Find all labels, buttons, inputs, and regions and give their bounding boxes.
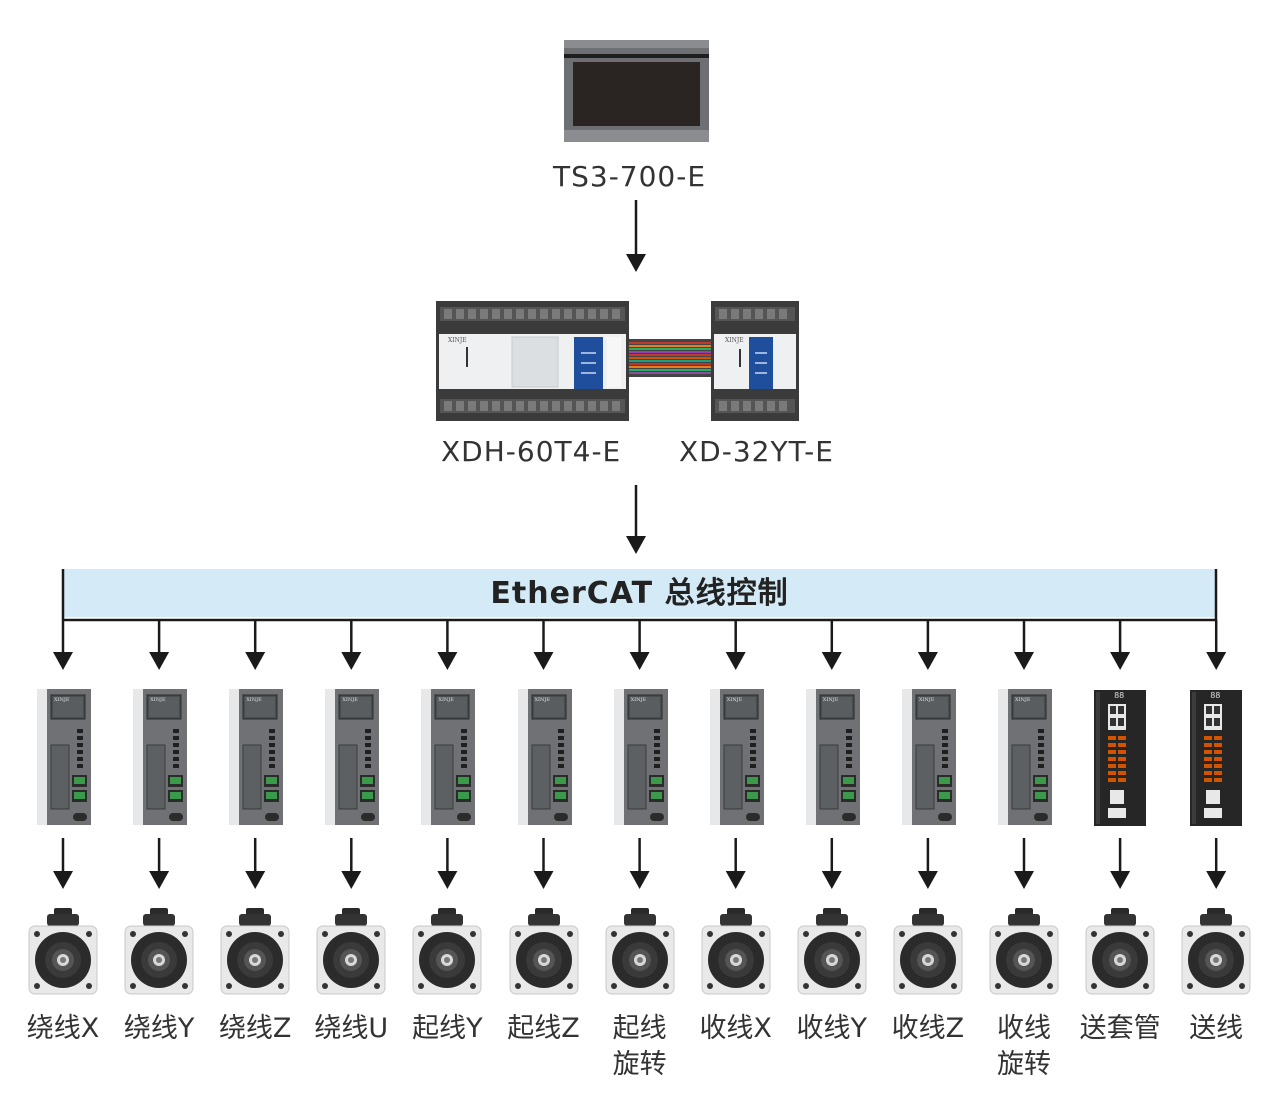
axis-9-label: 收线Y (796, 1013, 868, 1044)
axis-7-label: 起线旋转 (612, 1013, 667, 1080)
ribbon-cable-graphic (629, 339, 711, 377)
axis-7-motor-arrowhead (629, 871, 650, 889)
axis-5-label: 起线Y (412, 1013, 483, 1044)
axis-13-bus-arrowhead (1206, 652, 1227, 670)
axis-8-motor-arrowhead (725, 871, 746, 889)
axis-7-servo-drive: XINJE (613, 689, 668, 825)
axis-5-servo-drive: XINJE (421, 689, 476, 825)
axis-2-motor-arrowhead (149, 871, 170, 889)
axis-1-drive-brand: XINJE (54, 697, 70, 703)
axis-7-drive-brand: XINJE (630, 697, 647, 703)
plc-expansion-brand: XINJE (725, 337, 744, 344)
axis-9-bus-arrowhead (821, 652, 842, 670)
axis-10-servo-drive: XINJE (901, 689, 956, 825)
axis-10-bus-arrowhead (917, 652, 938, 670)
axis-6-label: 起线Z (507, 1013, 580, 1044)
axis-2-bus-arrowhead (149, 652, 170, 670)
axis-4-drive-brand: XINJE (342, 697, 358, 703)
axis-11-drive-brand: XINJE (1015, 697, 1031, 703)
axis-4-motor-arrowhead (341, 871, 362, 889)
axis-6-bus-arrowhead (533, 652, 554, 670)
axis-9-motor-arrowhead (821, 871, 842, 889)
plc-main-model-label: XDH-60T4-E (441, 435, 622, 468)
plc-expansion-unit: XINJE (711, 301, 799, 421)
axis-13-motor-arrowhead (1206, 871, 1227, 889)
axis-10-label: 收线Z (891, 1013, 965, 1044)
hmi-panel (564, 40, 709, 142)
axis-9-servo-motor (796, 908, 868, 998)
axis-10-drive-brand: XINJE (918, 697, 935, 703)
ribbon-cable (629, 339, 711, 377)
axis-12-motor-arrowhead (1110, 871, 1131, 889)
hmi-to-plc-arrowhead (626, 254, 646, 272)
plc-expansion-model-label: XD-32YT-E (679, 435, 834, 468)
axis-11-motor-arrowhead (1014, 871, 1034, 889)
axis-5-bus-arrowhead (437, 652, 458, 670)
axis-1-servo-motor (27, 908, 99, 998)
axis-6-motor-arrowhead (533, 871, 554, 889)
axis-3-servo-motor (219, 908, 291, 998)
axis-3-label: 绕线Z (218, 1013, 292, 1044)
axis-12-stepper-display: 88 (1114, 691, 1125, 700)
axis-5-motor-arrowhead (437, 871, 458, 889)
hmi-panel-graphic (564, 40, 709, 142)
ethercat-bus-title: EtherCAT 总线控制 (490, 576, 789, 611)
axis-1-label: 绕线X (26, 1013, 100, 1044)
axis-12-stepper-driver: 88 (1094, 690, 1147, 826)
axis-4-servo-motor (315, 908, 387, 998)
axis-8-servo-motor (700, 908, 772, 998)
axis-7-bus-arrowhead (629, 652, 650, 670)
axis-5-drive-brand: XINJE (438, 697, 454, 703)
axis-3-servo-drive: XINJE (229, 689, 284, 825)
axis-2-drive-brand: XINJE (150, 697, 166, 703)
axis-2-servo-motor (123, 908, 195, 998)
axis-1-motor-arrowhead (53, 871, 73, 889)
axis-11-servo-drive: XINJE (998, 689, 1052, 825)
ethercat-bus-bar: EtherCAT 总线控制 (63, 569, 1216, 617)
axis-6-servo-motor (508, 908, 580, 998)
axis-5-servo-motor (411, 908, 483, 998)
axis-9-servo-drive: XINJE (805, 689, 860, 825)
axis-6-drive-brand: XINJE (534, 697, 551, 703)
axis-12-label: 送套管 (1079, 1013, 1161, 1044)
axis-4-bus-arrowhead (341, 652, 362, 670)
axis-1-servo-drive: XINJE (37, 689, 91, 825)
axis-4-servo-drive: XINJE (325, 689, 380, 825)
plc-main-brand: XINJE (448, 337, 467, 344)
axis-3-drive-brand: XINJE (246, 697, 262, 703)
axis-2-servo-drive: XINJE (133, 689, 188, 825)
plc-main-unit: XINJE (436, 301, 629, 421)
axis-7-servo-motor (604, 908, 676, 998)
axis-13-stepper-driver: 88 (1190, 690, 1243, 826)
axis-10-servo-motor (892, 908, 964, 998)
plc-expansion-graphic (711, 301, 799, 421)
hmi-model-label: TS3-700-E (553, 160, 707, 193)
axis-8-servo-drive: XINJE (709, 689, 764, 825)
axis-12-servo-motor (1084, 908, 1156, 998)
axis-13-stepper-display: 88 (1210, 691, 1221, 700)
axis-8-drive-brand: XINJE (726, 697, 743, 703)
axis-4-label: 绕线U (314, 1013, 389, 1044)
axis-3-motor-arrowhead (245, 871, 266, 889)
axis-3-bus-arrowhead (245, 652, 266, 670)
axis-11-servo-motor (988, 908, 1060, 998)
axis-10-motor-arrowhead (917, 871, 938, 889)
axis-1-bus-arrowhead (53, 652, 73, 670)
axis-2-label: 绕线Y (123, 1013, 195, 1044)
axis-12-bus-arrowhead (1110, 652, 1131, 670)
axis-9-drive-brand: XINJE (822, 697, 839, 703)
axis-11-label: 收线旋转 (997, 1013, 1051, 1080)
axis-11-bus-arrowhead (1014, 652, 1034, 670)
axis-8-bus-arrowhead (725, 652, 746, 670)
axis-6-servo-drive: XINJE (517, 689, 572, 825)
axis-8-label: 收线X (699, 1013, 772, 1044)
axis-13-servo-motor (1180, 908, 1252, 998)
plc-main-graphic (436, 301, 629, 421)
axis-13-label: 送线 (1189, 1013, 1244, 1044)
plc-to-bus-arrowhead (626, 536, 646, 554)
